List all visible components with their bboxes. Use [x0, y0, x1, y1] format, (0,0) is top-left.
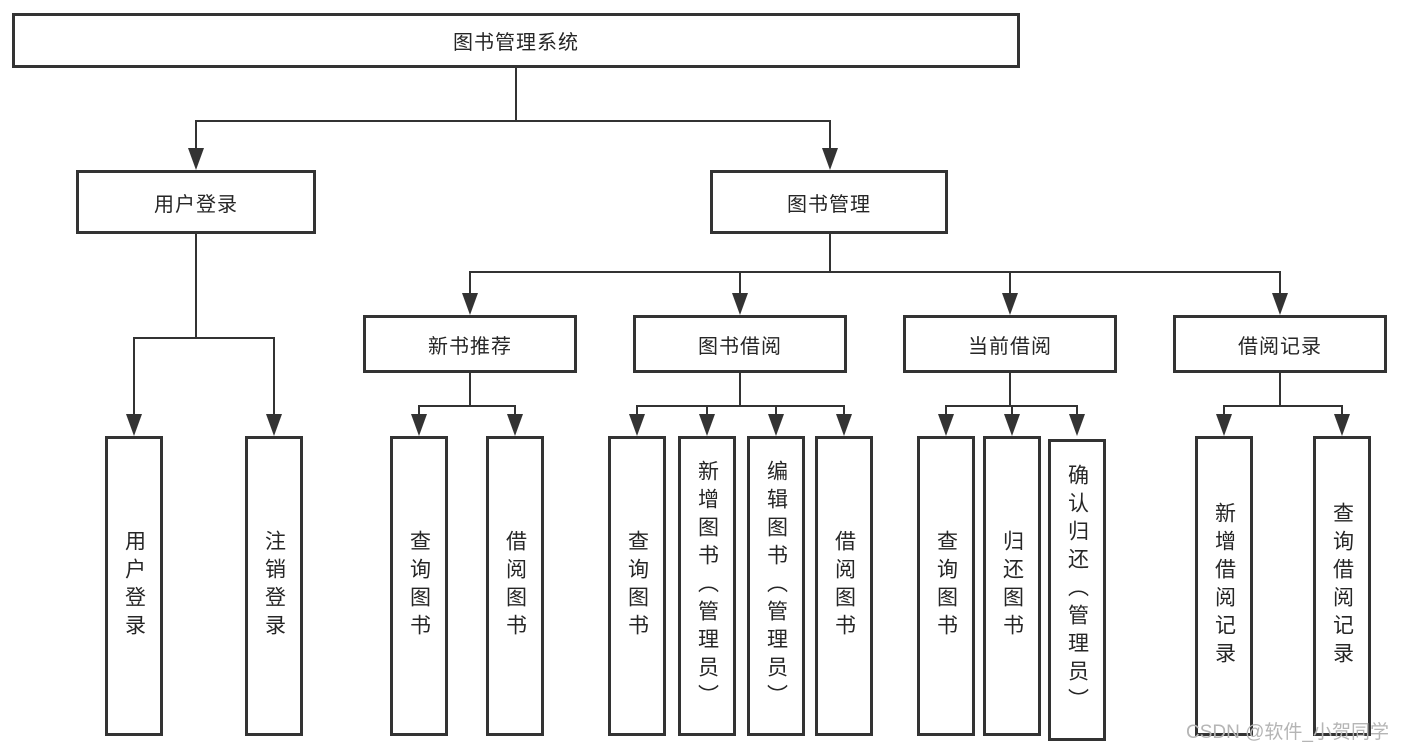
leaf-add-borrow-record: 新增借阅记录 — [1195, 436, 1253, 736]
node-label: 查询借阅记录 — [1330, 502, 1354, 670]
leaf-query-books-3: 查询图书 — [917, 436, 975, 736]
connector-line — [195, 120, 197, 154]
node-label: 当前借阅 — [968, 335, 1052, 358]
node-book-borrowing: 图书借阅 — [633, 315, 847, 373]
leaf-edit-books-admin: 编辑图书（管理员） — [747, 436, 805, 736]
connector-line — [514, 405, 516, 420]
node-label: 用户登录 — [122, 530, 146, 642]
connector-line — [775, 405, 777, 420]
connector-line — [1009, 373, 1011, 407]
connector-line — [829, 234, 831, 273]
arrow-down-icon — [699, 414, 715, 436]
arrow-down-icon — [188, 148, 204, 170]
arrow-down-icon — [1272, 293, 1288, 315]
connector-line — [418, 405, 420, 420]
connector-line — [1076, 405, 1078, 420]
node-label: 查询图书 — [407, 530, 431, 642]
arrow-down-icon — [629, 414, 645, 436]
connector-line — [1223, 405, 1225, 420]
arrow-down-icon — [126, 414, 142, 436]
arrow-down-icon — [1069, 414, 1085, 436]
node-label: 借阅记录 — [1238, 335, 1322, 358]
connector-line — [195, 120, 831, 122]
node-label: 图书管理系统 — [453, 32, 579, 54]
node-label: 归还图书 — [1000, 530, 1024, 642]
connector-line — [1279, 271, 1281, 299]
leaf-query-books-2: 查询图书 — [608, 436, 666, 736]
node-root-system: 图书管理系统 — [12, 13, 1020, 68]
connector-line — [636, 405, 844, 407]
leaf-add-books-admin: 新增图书（管理员） — [678, 436, 736, 736]
arrow-down-icon — [822, 148, 838, 170]
connector-line — [515, 68, 517, 120]
leaf-confirm-return-admin: 确认归还（管理员） — [1048, 439, 1106, 741]
node-label: 编辑图书（管理员） — [764, 460, 788, 712]
leaf-return-books: 归还图书 — [983, 436, 1041, 736]
arrow-down-icon — [1004, 414, 1020, 436]
connector-line — [469, 271, 1281, 273]
node-label: 图书借阅 — [698, 335, 782, 358]
leaf-query-books-1: 查询图书 — [390, 436, 448, 736]
connector-line — [469, 373, 471, 407]
connector-line — [1011, 405, 1013, 420]
node-label: 查询图书 — [625, 530, 649, 642]
connector-line — [636, 405, 638, 420]
leaf-logout: 注销登录 — [245, 436, 303, 736]
arrow-down-icon — [507, 414, 523, 436]
node-user-login: 用户登录 — [76, 170, 316, 234]
connector-line — [945, 405, 947, 420]
connector-line — [469, 271, 471, 299]
node-label: 图书管理 — [787, 193, 871, 216]
node-label: 新书推荐 — [428, 335, 512, 358]
arrow-down-icon — [732, 293, 748, 315]
connector-line — [418, 405, 516, 407]
node-new-book-recommend: 新书推荐 — [363, 315, 577, 373]
connector-line — [706, 405, 708, 420]
connector-line — [133, 337, 275, 339]
connector-line — [1279, 373, 1281, 407]
node-label: 注销登录 — [262, 530, 286, 642]
node-label: 借阅图书 — [832, 530, 856, 642]
arrow-down-icon — [1334, 414, 1350, 436]
arrow-down-icon — [1002, 293, 1018, 315]
connector-line — [273, 337, 275, 421]
node-label: 查询图书 — [934, 530, 958, 642]
arrow-down-icon — [266, 414, 282, 436]
leaf-borrow-books-1: 借阅图书 — [486, 436, 544, 736]
connector-line — [843, 405, 845, 420]
arrow-down-icon — [411, 414, 427, 436]
connector-line — [1223, 405, 1343, 407]
node-label: 借阅图书 — [503, 530, 527, 642]
node-borrowing-records: 借阅记录 — [1173, 315, 1387, 373]
node-label: 确认归还（管理员） — [1065, 464, 1089, 716]
connector-line — [195, 234, 197, 338]
arrow-down-icon — [462, 293, 478, 315]
node-book-management: 图书管理 — [710, 170, 948, 234]
csdn-watermark: CSDN @软件_小贺同学 — [1186, 722, 1389, 743]
connector-line — [739, 271, 741, 299]
connector-line — [829, 120, 831, 154]
leaf-user-login: 用户登录 — [105, 436, 163, 736]
connector-line — [133, 337, 135, 421]
leaf-borrow-books-2: 借阅图书 — [815, 436, 873, 736]
node-label: 新增借阅记录 — [1212, 502, 1236, 670]
arrow-down-icon — [938, 414, 954, 436]
arrow-down-icon — [768, 414, 784, 436]
arrow-down-icon — [1216, 414, 1232, 436]
node-current-borrowing: 当前借阅 — [903, 315, 1117, 373]
node-label: 新增图书（管理员） — [695, 460, 719, 712]
arrow-down-icon — [836, 414, 852, 436]
connector-line — [739, 373, 741, 407]
connector-line — [1009, 271, 1011, 299]
connector-line — [1341, 405, 1343, 420]
node-label: 用户登录 — [154, 193, 238, 216]
leaf-query-borrow-record: 查询借阅记录 — [1313, 436, 1371, 736]
